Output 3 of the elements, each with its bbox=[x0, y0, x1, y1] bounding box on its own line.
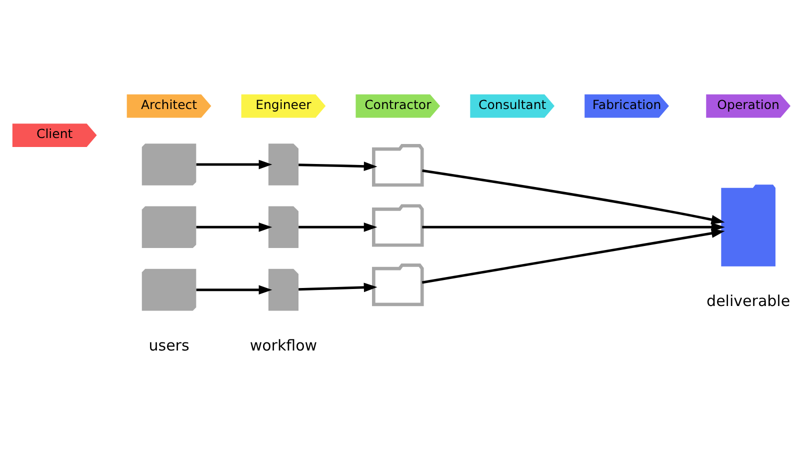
label: users bbox=[148, 336, 190, 354]
label: deliverable bbox=[706, 292, 790, 310]
label: workflow bbox=[250, 336, 318, 354]
